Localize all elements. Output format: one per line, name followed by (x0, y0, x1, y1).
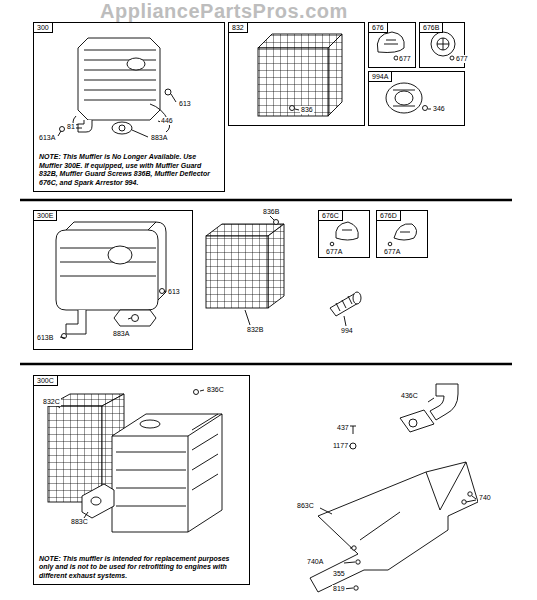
part-number-tab: 300E (34, 211, 57, 221)
muffler-drawing (58, 38, 176, 137)
callout-number: 740A (306, 558, 324, 566)
part-number-tab: 676C (319, 211, 343, 221)
callout-number: 832B (246, 326, 264, 334)
callout-number: 883C (70, 518, 89, 526)
callout-number: 836 (300, 106, 314, 114)
watermark: AppliancePartsPros.com (100, 0, 348, 22)
deflector-drawing (388, 224, 416, 246)
part-group-box: 300E (33, 210, 193, 350)
callout-number: 436C (400, 392, 419, 400)
part-number-tab: 994A (369, 72, 392, 82)
muffler-drawing (82, 414, 222, 532)
exhaust-elbow-drawing (400, 384, 458, 432)
callout-number: 437 (336, 424, 350, 432)
callout-number: 836B (262, 208, 280, 216)
part-number-tab: 676 (369, 23, 388, 33)
callout-number: 1177 (332, 442, 349, 450)
spark-arrestor-drawing (330, 292, 361, 326)
part-group-box: 300C NOTE: This muffler is intended for r… (33, 375, 250, 585)
callout-number: 613 (167, 288, 181, 296)
spark-arrestor-drawing (386, 83, 431, 113)
callout-number: 677 (455, 55, 469, 63)
callout-number: 819 (332, 585, 346, 593)
part-note: NOTE: This muffler is intended for repla… (34, 552, 249, 585)
part-number-tab: 300 (34, 23, 53, 33)
part-group-box: 300NOTE: This Muffler is No Longer Avail… (33, 22, 225, 192)
callout-number: 740 (478, 494, 492, 502)
part-group-box: 994A (368, 71, 465, 126)
callout-number: 994 (340, 327, 354, 335)
callout-number: 677A (383, 248, 401, 256)
callout-number: 613A (38, 134, 56, 142)
callout-number: 613B (36, 334, 54, 342)
callout-number: 836C (206, 386, 225, 394)
divider-line (20, 199, 512, 202)
part-group-box: 832 (228, 22, 365, 126)
divider-line (20, 363, 512, 366)
callout-number: 883A (112, 330, 130, 338)
heat-shield-drawing (310, 462, 478, 592)
callout-number: 832C (42, 398, 61, 406)
muffler-guard-drawing (258, 34, 342, 116)
callout-number: 346 (432, 105, 446, 113)
callout-number: 677 (398, 55, 412, 63)
deflector-drawing (431, 32, 455, 60)
deflector-drawing (330, 222, 358, 246)
callout-number: 677A (325, 248, 343, 256)
part-number-tab: 832 (229, 23, 248, 33)
part-number-tab: 300C (34, 376, 58, 386)
muffler-drawing (56, 222, 166, 339)
callout-number: 613 (178, 100, 192, 108)
callout-number: 81 (66, 123, 76, 131)
callout-number: 863C (296, 502, 315, 510)
callout-number: 446 (160, 117, 174, 125)
muffler-guard-drawing (206, 216, 284, 325)
part-note: NOTE: This Muffler is No Longer Availabl… (34, 150, 224, 191)
callout-number: 355 (332, 570, 346, 578)
part-number-tab: 676D (377, 211, 401, 221)
callout-number: 883A (150, 134, 168, 142)
part-number-tab: 676B (420, 23, 443, 33)
